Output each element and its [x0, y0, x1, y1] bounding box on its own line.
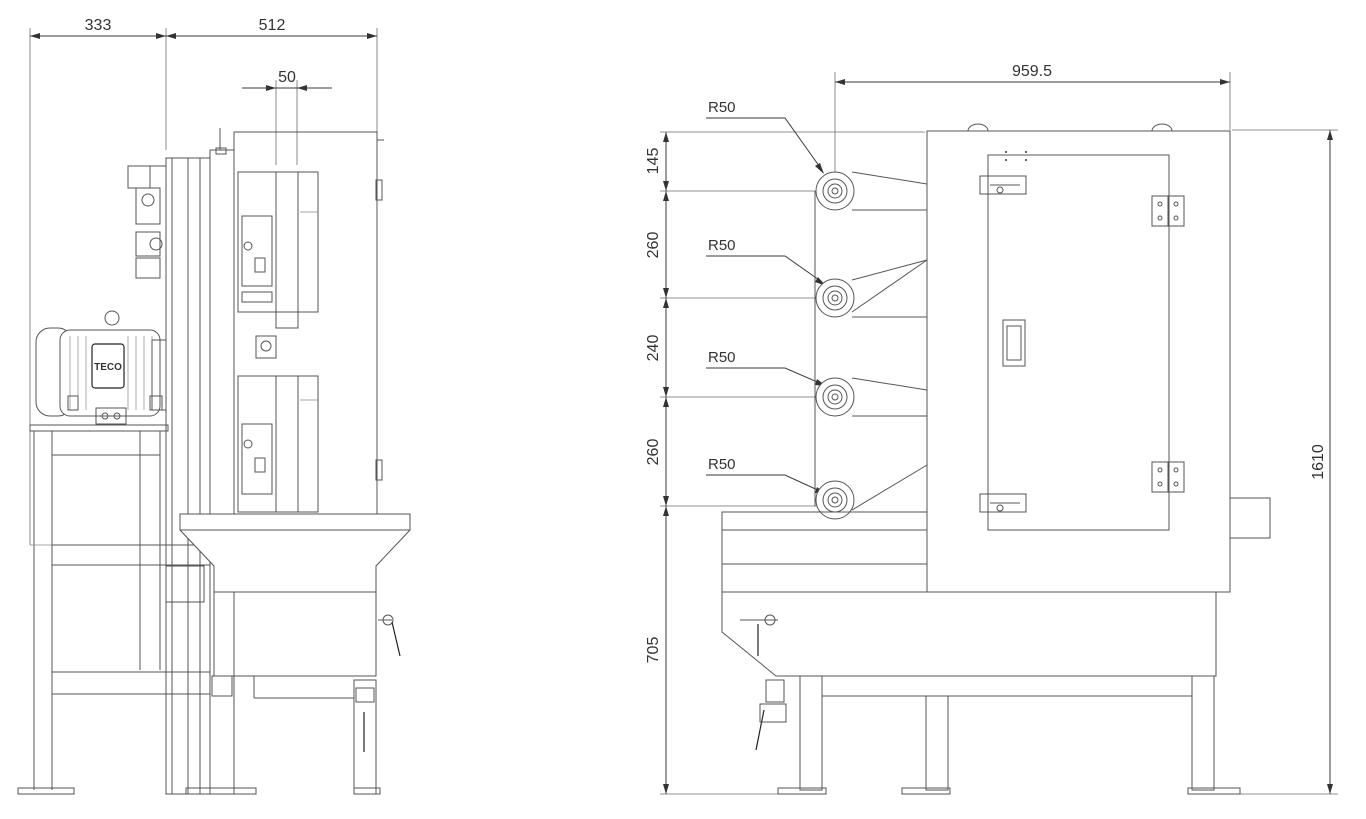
front-tray — [721, 511, 1217, 677]
belt-system — [814, 171, 928, 511]
radius-callouts: R50 R50 R50 R50 — [706, 99, 826, 494]
vertical-dimensions-left: 145 260 240 260 705 — [645, 131, 925, 795]
dim-label-512: 512 — [259, 17, 286, 34]
dimension-333: 333 — [29, 17, 167, 545]
dimension-959-5: 959.5 — [834, 63, 1231, 176]
radius-label-1: R50 — [708, 99, 736, 116]
radius-label-4: R50 — [708, 456, 736, 473]
lower-frame — [211, 614, 401, 795]
main-cabinet — [926, 123, 1271, 593]
hinge-bottom — [1151, 461, 1185, 493]
motor-stand — [17, 424, 381, 795]
motor-logo: TECO — [94, 362, 122, 373]
main-column — [165, 128, 235, 795]
dim-label-959-5: 959.5 — [1012, 63, 1052, 80]
collection-tray — [165, 513, 411, 794]
dim-label-240: 240 — [645, 335, 662, 362]
roller-1 — [815, 171, 855, 211]
dim-label-260-upper: 260 — [645, 232, 662, 259]
dimension-1610: 1610 — [1232, 129, 1338, 795]
dim-label-260-lower: 260 — [645, 439, 662, 466]
front-view: 959.5 145 260 240 260 705 — [645, 63, 1338, 795]
front-stand — [755, 675, 1241, 795]
dim-label-50: 50 — [278, 69, 296, 86]
dim-label-145: 145 — [645, 148, 662, 175]
cabinet-door — [987, 151, 1170, 531]
roller-4 — [815, 480, 855, 520]
radius-label-3: R50 — [708, 349, 736, 366]
door-latch-top — [979, 175, 1027, 195]
roller-housing — [233, 131, 384, 517]
dim-label-333: 333 — [85, 17, 112, 34]
dimension-512: 512 — [166, 17, 378, 132]
side-view: 333 512 50 — [17, 17, 411, 795]
pneumatic-valves — [127, 165, 166, 279]
dim-label-705: 705 — [645, 637, 662, 664]
roller-2 — [815, 278, 855, 318]
electric-motor: TECO — [35, 310, 167, 425]
dim-label-1610: 1610 — [1310, 444, 1327, 480]
hinge-top — [1151, 195, 1185, 227]
roller-3 — [815, 377, 855, 417]
radius-label-2: R50 — [708, 237, 736, 254]
door-latch-bottom — [979, 493, 1027, 513]
dimension-50: 50 — [242, 69, 332, 165]
